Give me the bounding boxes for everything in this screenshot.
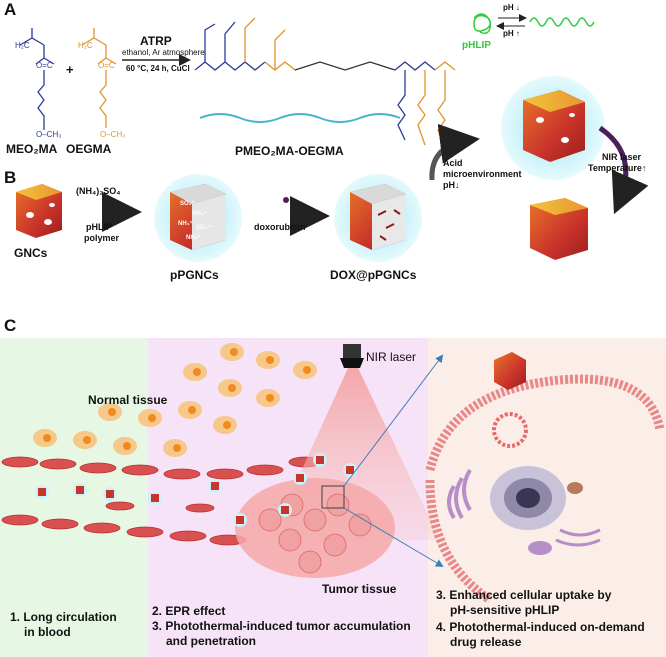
oegma-structure: H₂C O=C O–CH₃ bbox=[78, 28, 125, 139]
plus-sign: + bbox=[66, 62, 74, 77]
panel-a-letter: A bbox=[4, 0, 17, 19]
reagent-phlip: pHLIP bbox=[86, 222, 112, 232]
normal-tissue-label: Normal tissue bbox=[88, 393, 168, 407]
nir-label-1: NIR laser bbox=[602, 152, 642, 162]
ion-label: NH₄⁺ bbox=[178, 221, 193, 227]
normal-tissue-cells bbox=[33, 343, 317, 457]
condition-temp: 60 °C, 24 h, CuCl bbox=[126, 64, 190, 73]
tumor-mass bbox=[235, 478, 395, 578]
reagent-ammonium: (NH₄)₂SO₄ bbox=[76, 186, 121, 196]
oegma-label: OEGMA bbox=[66, 142, 112, 156]
ion-label: SO₄²⁻ bbox=[196, 225, 213, 231]
step-2-label: 2. EPR effect bbox=[152, 604, 226, 618]
ion-label: SO₄²⁻ bbox=[180, 201, 197, 207]
release-line-1: 4. Photothermal-induced on-demand bbox=[436, 620, 645, 634]
panel-c-letter: C bbox=[4, 316, 17, 335]
released-cube bbox=[530, 198, 588, 260]
reagent-polymer: polymer bbox=[84, 233, 120, 243]
gnc-cube bbox=[16, 184, 62, 238]
polymer-label: PMEO₂MA-OEGMA bbox=[235, 144, 344, 158]
acid-label-2: microenvironment bbox=[443, 169, 522, 179]
ppgnc-cube bbox=[154, 174, 242, 262]
meo2ma-structure: H₂C O=C O–CH₃ bbox=[15, 28, 61, 139]
svg-text:O–CH₃: O–CH₃ bbox=[100, 130, 125, 139]
acid-label-3: pH↓ bbox=[443, 180, 460, 190]
phlip-helix bbox=[529, 17, 595, 27]
ion-label: NH₄⁺ bbox=[186, 235, 201, 241]
meo2ma-label: MEO₂MA bbox=[6, 142, 58, 156]
acid-label-1: Acid bbox=[443, 158, 463, 168]
polymer-structure bbox=[194, 17, 456, 151]
ph-down-label: pH ↓ bbox=[503, 3, 520, 12]
svg-text:O=C: O=C bbox=[98, 61, 115, 70]
dox-ppgncs-label: DOX@pPGNCs bbox=[330, 268, 417, 282]
nanoparticles bbox=[35, 453, 357, 527]
uptake-line-1: 3. Enhanced cellular uptake by bbox=[436, 588, 612, 602]
ion-label: NH₄⁺ bbox=[192, 211, 207, 217]
acid-arrow bbox=[429, 123, 480, 181]
panel-b-letter: B bbox=[4, 168, 17, 187]
uptake-line-2: pH-sensitive pHLIP bbox=[450, 603, 560, 617]
doxorubicin-label: doxorubicin bbox=[254, 222, 306, 232]
ppgnc-halo-large bbox=[501, 76, 605, 180]
svg-text:O–CH₃: O–CH₃ bbox=[36, 130, 61, 139]
zoom-line-top bbox=[343, 354, 444, 487]
zoom-box bbox=[321, 485, 345, 509]
ppgncs-label: pPGNCs bbox=[170, 268, 219, 282]
blood-region bbox=[0, 338, 148, 657]
condition-solvent: ethanol, Ar atmosphere bbox=[122, 48, 205, 57]
nir-lamp-icon bbox=[340, 344, 364, 368]
blood-vessel-cells bbox=[1, 456, 322, 546]
svg-text:H₂C: H₂C bbox=[15, 41, 30, 50]
nir-laser-label: NIR laser bbox=[366, 350, 417, 364]
phlip-label: pHLIP bbox=[462, 40, 491, 51]
svg-text:O=C: O=C bbox=[36, 61, 53, 70]
step-1-line-2: in blood bbox=[24, 625, 71, 639]
release-line-2: drug release bbox=[450, 635, 522, 649]
ph-up-label: pH ↑ bbox=[503, 29, 520, 38]
cell-diagram bbox=[425, 352, 665, 604]
svg-text:H₂C: H₂C bbox=[78, 41, 93, 50]
atrp-label: ATRP bbox=[140, 34, 172, 48]
step-3-line-1: 3. Photothermal-induced tumor accumulati… bbox=[152, 619, 411, 633]
phlip-coil bbox=[473, 13, 492, 35]
step-1-line-1: 1. Long circulation bbox=[10, 610, 117, 624]
nir-label-2: Temperature↑ bbox=[588, 163, 647, 173]
nir-arrow bbox=[598, 125, 649, 215]
tumor-tissue-label: Tumor tissue bbox=[322, 582, 397, 596]
dox-molecule-icon bbox=[283, 197, 289, 203]
gncs-label: GNCs bbox=[14, 246, 48, 260]
step-3-line-2: and penetration bbox=[166, 634, 257, 648]
dox-ppgnc-cube bbox=[334, 174, 422, 262]
zoom-line-bottom bbox=[343, 507, 444, 568]
